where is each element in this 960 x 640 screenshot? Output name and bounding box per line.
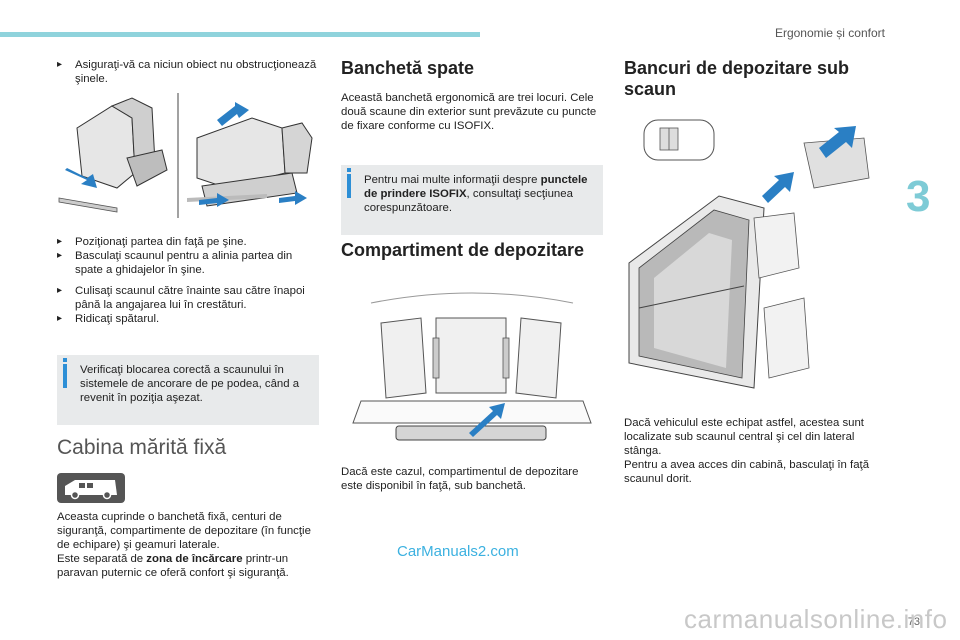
steps-b-list: ▸Culisaţi scaunul către înainte sau cătr… <box>57 284 319 326</box>
seat-rails-figure <box>57 88 317 223</box>
bullet-icon: ▸ <box>57 59 63 70</box>
bullet-icon: ▸ <box>57 313 63 324</box>
title-storage-compartment: Compartiment de depozitare <box>341 240 585 260</box>
info-text: Verificaţi blocarea corectă a scaunului … <box>80 364 300 404</box>
info-box-lock: Verificaţi blocarea corectă a scaunului … <box>57 355 319 425</box>
info-icon <box>347 168 351 198</box>
section-title-cabin: Cabina mărită fixă <box>57 436 227 459</box>
cabin-body-para1: Aceasta cuprinde o banchetă fixă, centur… <box>57 511 311 551</box>
rear-bench-body: Această banchetă ergonomică are trei loc… <box>341 92 597 132</box>
bullet-intro-text: Asiguraţi-vă ca niciun obiect nu obstruc… <box>75 59 317 85</box>
info-box-isofix: Pentru mai multe informaţii despre punct… <box>341 165 603 235</box>
info-isofix-text: Pentru mai multe informaţii despre punct… <box>364 174 588 214</box>
list-item: ▸Culisaţi scaunul către înainte sau cătr… <box>57 285 305 311</box>
cabin-body-para2: Este separată de zona de încărcare print… <box>57 553 289 579</box>
section-header-title: Ergonomie și confort <box>774 26 885 40</box>
title-underseat-storage: Bancuri de depozitare sub scaun <box>624 58 850 99</box>
storage-body: Dacă este cazul, compartimentul de depoz… <box>341 466 579 492</box>
bench-storage-figure <box>352 292 592 441</box>
cabin-body: Aceasta cuprinde o banchetă fixă, centur… <box>57 510 319 580</box>
van-icon <box>57 473 125 503</box>
header-accent-bar <box>0 32 480 37</box>
list-item: ▸Basculaţi scaunul pentru a alinia parte… <box>57 250 293 276</box>
bullet-icon: ▸ <box>57 250 63 261</box>
watermark-carmanualsonline: carmanualsonline.info <box>684 604 948 634</box>
underseat-body: Dacă vehiculul este echipat astfel, aces… <box>624 417 870 485</box>
chapter-number: 3 <box>906 172 931 221</box>
info-icon <box>63 358 67 388</box>
page-number: 73 <box>907 616 920 628</box>
title-rear-bench: Banchetă spate <box>341 58 475 78</box>
underseat-storage-figure <box>624 108 886 403</box>
bullet-intro: ▸ Asiguraţi-vă ca niciun obiect nu obstr… <box>57 58 325 86</box>
steps-a-list: ▸Poziţionaţi partea din faţă pe şine. ▸B… <box>57 235 319 277</box>
watermark-carmanuals2: CarManuals2.com <box>397 543 519 560</box>
bullet-icon: ▸ <box>57 285 63 296</box>
list-item: ▸Ridicaţi spătarul. <box>57 313 160 325</box>
list-item: ▸Poziţionaţi partea din faţă pe şine. <box>57 236 247 248</box>
bullet-icon: ▸ <box>57 236 63 247</box>
